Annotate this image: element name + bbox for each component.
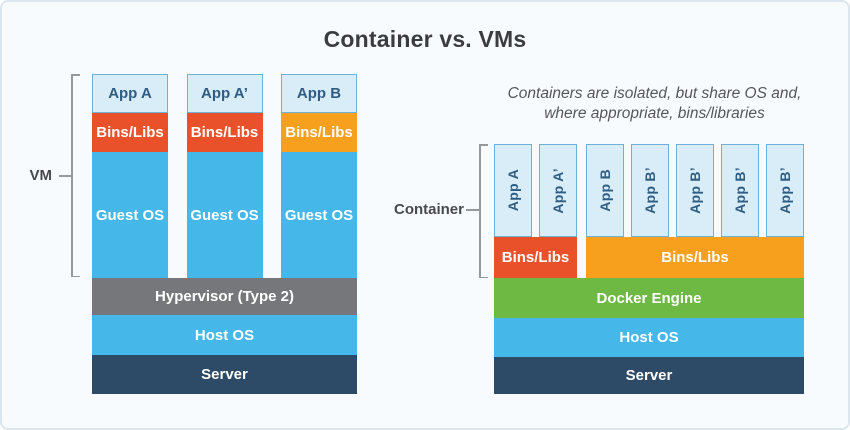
annotation-line2: where appropriate, bins/libraries [544,105,765,122]
server-layer: Server [494,357,804,394]
container-apps-row: App B App B’ App B’ App B’ App B’ [586,144,804,237]
container-app-box: App B’ [631,144,669,237]
container-app-label: App A [505,169,521,212]
bins-libs-block: Bins/Libs [586,237,804,278]
server-layer: Server [92,355,357,394]
docker-engine-layer: Docker Engine [494,278,804,318]
vm-bracket-label: VM [29,167,53,184]
guest-os-block: Guest OS [92,152,168,278]
bins-libs-block: Bins/Libs [92,113,168,152]
vm-bracket-dash [59,175,71,177]
hypervisor-layer: Hypervisor (Type 2) [92,278,357,315]
diagram-title: Container vs. VMs [323,26,527,52]
container-app-box: App B’ [766,144,804,237]
container-bracket-dash [466,209,479,211]
annotation-line1: Containers are isolated, but share OS an… [507,85,802,102]
container-app-label: App B’ [687,167,703,214]
container-app-box: App B’ [721,144,759,237]
container-apps-row: App A App A’ [494,144,577,237]
bins-libs-block: Bins/Libs [186,113,263,152]
app-box: App A’ [186,74,263,113]
guest-os-block: Guest OS [281,152,357,278]
app-box: App B [281,74,357,113]
container-app-box: App B [586,144,624,237]
host-os-layer: Host OS [494,318,804,357]
container-app-box: App B’ [676,144,714,237]
container-app-box: App A [494,144,532,237]
container-bracket-tick-top [479,144,488,146]
container-annotation: Containers are isolated, but share OS an… [477,84,832,124]
host-os-layer: Host OS [92,315,357,355]
container-group: App B App B’ App B’ App B’ App B’ Bins/Libs [586,144,804,278]
bins-libs-block: Bins/Libs [281,113,357,152]
container-app-label: App B’ [777,167,793,214]
container-app-label: App B [597,169,613,212]
container-app-label: App A’ [550,167,566,214]
bins-libs-block: Bins/Libs [494,237,577,278]
container-bracket-label: Container [393,201,464,218]
vm-bracket-line [71,74,73,277]
container-app-label: App B’ [642,167,658,214]
app-box: App A [92,74,168,113]
container-bracket-line [479,144,481,278]
container-group: App A App A’ Bins/Libs [494,144,577,278]
guest-os-block: Guest OS [186,152,263,278]
container-bracket-tick-bottom [479,276,488,278]
container-app-label: App B’ [732,167,748,214]
container-app-box: App A’ [539,144,577,237]
vm-bracket-tick-top [71,74,80,76]
vm-bracket-tick-bottom [71,275,80,277]
